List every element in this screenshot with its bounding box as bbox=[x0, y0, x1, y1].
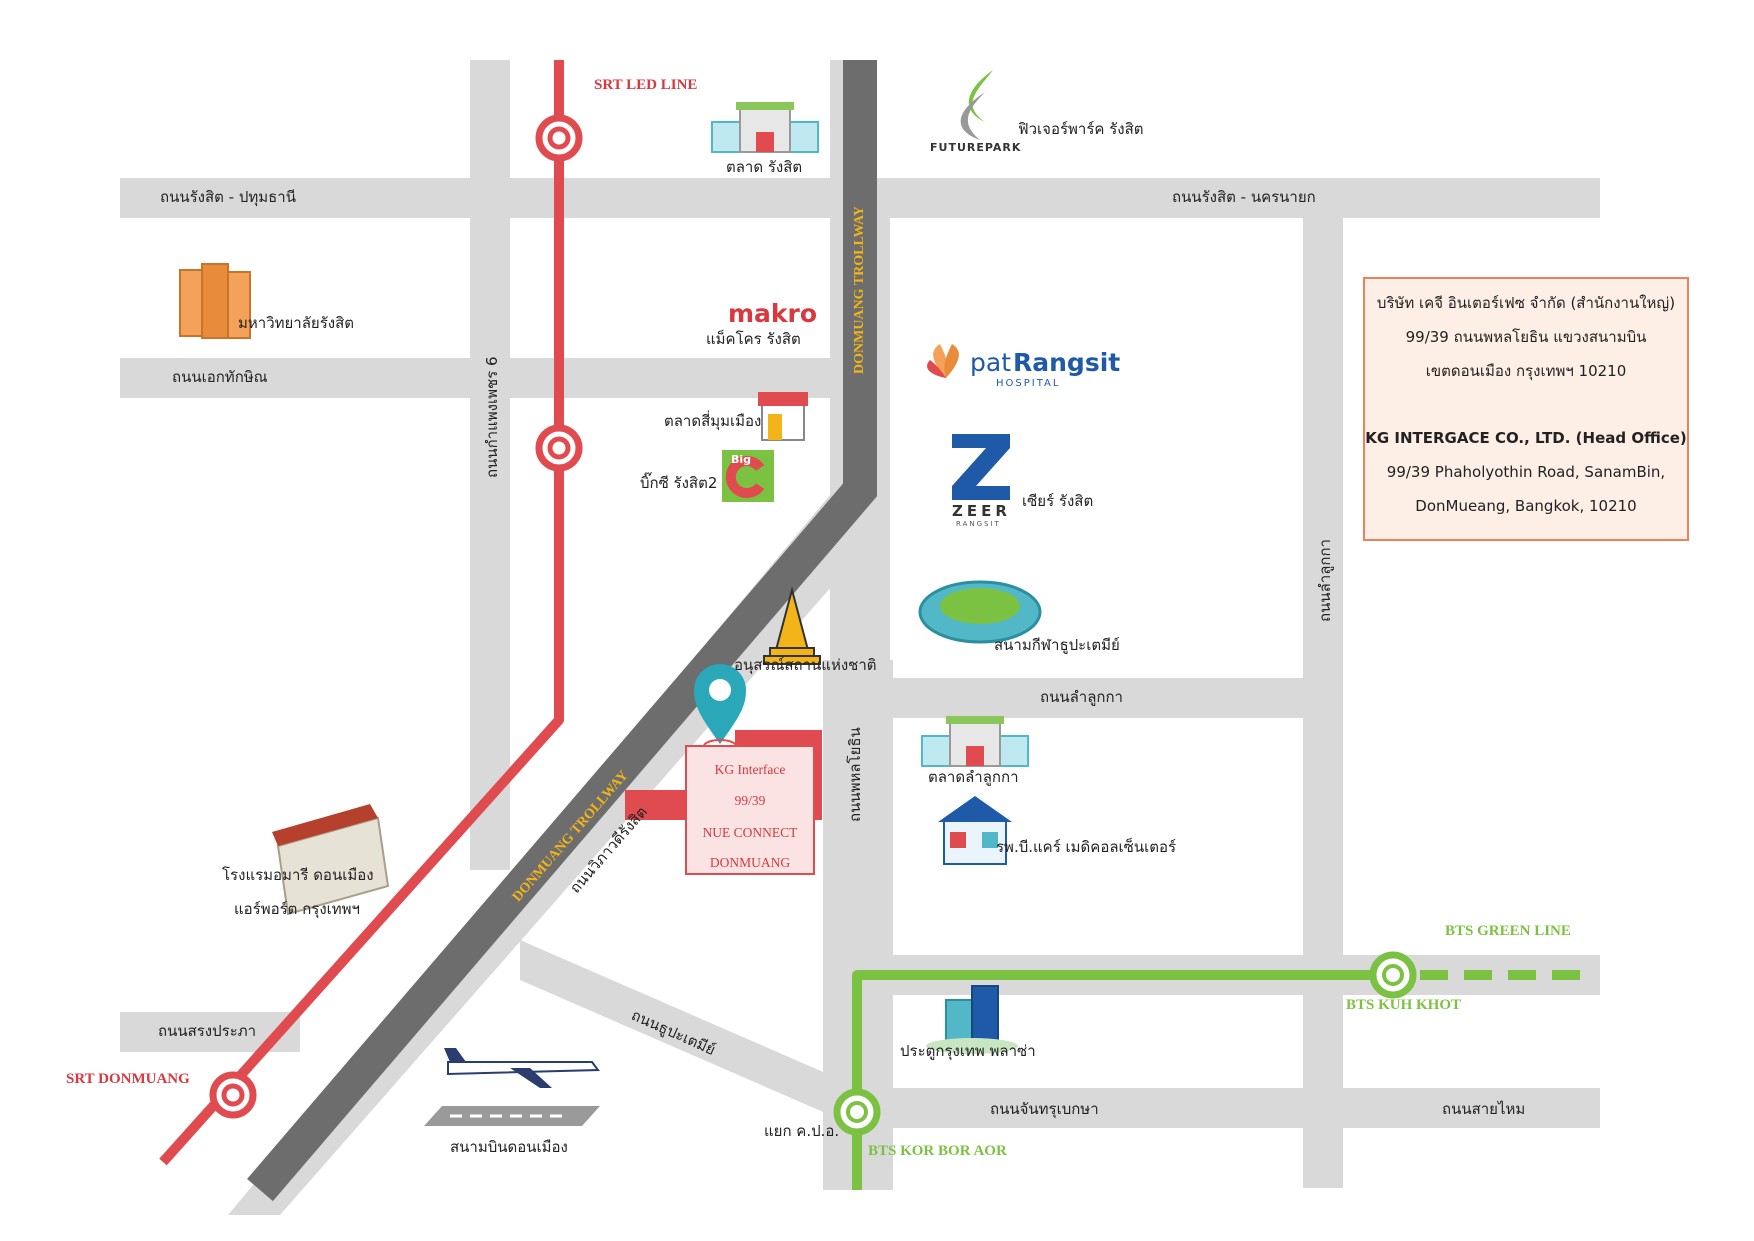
talad-rangsit-label: ตลาด รังสิต bbox=[726, 158, 803, 176]
road-rangsit-pathum-label: ถนนรังสิต - ปทุมธานี bbox=[160, 188, 296, 206]
road-kamphaeng-phet-label: ถนนกำแพงเพชร 6 bbox=[483, 356, 501, 478]
bcare-hospital-icon bbox=[938, 796, 1012, 865]
address-th-line1: บริษัท เคจี อินเตอร์เฟซ จำกัด (สำนักงานใ… bbox=[1376, 294, 1676, 312]
monument-icon bbox=[763, 586, 821, 665]
tollway-line bbox=[247, 60, 877, 1202]
pratu-plaza-label: ประตูกรุงเทพ พลาซ่า bbox=[900, 1042, 1036, 1060]
stadium-icon bbox=[918, 580, 1042, 644]
srt-red-line bbox=[159, 60, 564, 1166]
address-en-line3: DonMueang, Bangkok, 10210 bbox=[1415, 497, 1637, 515]
stadium-label: สนามกีฬาธูปะเตมีย์ bbox=[994, 636, 1120, 654]
zeer-label: เซียร์ รังสิต bbox=[1022, 492, 1094, 510]
kor-bor-aor-junction-label: แยก ค.ป.อ. bbox=[764, 1122, 840, 1140]
talad-simummuang-label: ตลาดสี่มุมเมือง bbox=[664, 412, 762, 430]
runway-icon bbox=[424, 1106, 600, 1126]
kg-marker-line2: 99/39 bbox=[734, 793, 766, 808]
srt-red-line-label: SRT LED LINE bbox=[594, 77, 698, 93]
talad-simummuang-icon bbox=[758, 392, 808, 441]
srt-station-markers bbox=[209, 114, 583, 1119]
bigc-label: บิ๊กซี รังสิต2 bbox=[640, 474, 718, 492]
road-chantrubeksa bbox=[823, 1088, 1600, 1128]
zeer-logo-text: ZEER bbox=[952, 502, 1011, 520]
address-en-line2: 99/39 Phaholyothin Road, SanamBin, bbox=[1386, 463, 1666, 481]
talad-lamlukka-icon bbox=[921, 716, 1029, 767]
bigc-logo-big: Big bbox=[731, 453, 752, 466]
airport-label: สนามบินดอนเมือง bbox=[450, 1138, 568, 1156]
address-en-line1: KG INTERGACE CO., LTD. (Head Office) bbox=[1365, 429, 1687, 447]
road-lamlukka-vertical bbox=[1303, 218, 1343, 1188]
bigc-logo-c: C bbox=[751, 457, 752, 458]
road-rangsit-nakhon-label: ถนนรังสิต - นครนายก bbox=[1172, 188, 1316, 206]
patrangsit-logo-hospital: HOSPITAL bbox=[996, 378, 1061, 389]
address-th-line3: เขตดอนเมือง กรุงเทพฯ 10210 bbox=[1425, 362, 1627, 380]
bts-kor-bor-aor-label: BTS KOR BOR AOR bbox=[868, 1143, 1007, 1159]
rangsit-university-label: มหาวิทยาลัยรังสิต bbox=[238, 314, 354, 332]
talad-lamlukka-label: ตลาดลำลูกกา bbox=[928, 768, 1019, 786]
kg-marker-line4: DONMUANG bbox=[709, 855, 791, 870]
road-saimai-label: ถนนสายไหม bbox=[1442, 1100, 1526, 1118]
company-address-box: บริษัท เคจี อินเตอร์เฟซ จำกัด (สำนักงานใ… bbox=[1363, 277, 1689, 541]
bcare-label: รพ.บี.แคร์ เมดิคอลเซ็นเตอร์ bbox=[996, 838, 1177, 856]
bts-green-line-label: BTS GREEN LINE bbox=[1445, 923, 1571, 939]
pratu-plaza-icon bbox=[926, 985, 1018, 1054]
talad-rangsit-icon bbox=[711, 102, 819, 153]
road-ekkathat-label: ถนนเอกทักษิณ bbox=[172, 368, 268, 386]
monument-label: อนุสรณ์สถานแห่งชาติ bbox=[734, 656, 877, 674]
road-songprapa-label: ถนนสรงประภา bbox=[158, 1022, 257, 1040]
rangsit-university-icon bbox=[179, 263, 251, 339]
makro-label: แม็คโคร รังสิต bbox=[706, 330, 801, 348]
zeer-logo-sub: RANGSIT bbox=[956, 520, 1001, 528]
road-lamlukka-vertical-label: ถนนลำลูกกา bbox=[1316, 539, 1334, 622]
road-chantrubeksa-label: ถนนจันทรุเบกษา bbox=[990, 1100, 1099, 1118]
kg-marker-line3: NUE CONNECT bbox=[702, 825, 798, 840]
future-park-icon bbox=[960, 70, 993, 140]
amari-label-line2: แอร์พอร์ต กรุงเทพฯ bbox=[234, 900, 360, 918]
future-park-label: ฟิวเจอร์พาร์ค รังสิต bbox=[1018, 120, 1144, 138]
road-thupatemi bbox=[520, 940, 860, 1128]
patrangsit-logo-pat: pat bbox=[970, 348, 1011, 377]
kg-marker-line1: KG Interface bbox=[714, 762, 786, 777]
bigc-logo-icon bbox=[722, 450, 774, 502]
zeer-z-icon bbox=[952, 434, 1010, 500]
makro-logo-text: makro bbox=[728, 299, 818, 328]
patrangsit-lotus-icon bbox=[927, 344, 959, 378]
address-th-line2: 99/39 ถนนพหลโยธิน แขวงสนามบิน bbox=[1405, 328, 1647, 346]
road-phahonyothin-label: ถนนพหลโยธิน bbox=[846, 727, 864, 822]
road-lamlukka-horizontal-label: ถนนลำลูกกา bbox=[1040, 688, 1123, 706]
bts-kuh-khot-label: BTS KUH KHOT bbox=[1346, 997, 1462, 1013]
airplane-icon bbox=[444, 1048, 600, 1088]
tollway-top-label: DONMUANG TROLLWAY bbox=[852, 206, 867, 374]
srt-donmuang-label: SRT DONMUANG bbox=[66, 1071, 190, 1087]
kg-interface-marker-box: KG Interface 99/39 NUE CONNECT DONMUANG bbox=[685, 745, 815, 875]
future-park-logo-text: FUTUREPARK bbox=[930, 141, 1022, 154]
road-lamlukka-horizontal bbox=[890, 678, 1303, 718]
patrangsit-logo-rangsit: Rangsit bbox=[1013, 348, 1121, 377]
amari-label-line1: โรงแรมอมารี ดอนเมือง bbox=[222, 866, 374, 884]
road-kamphaeng-phet bbox=[470, 60, 510, 870]
amari-hotel-icon bbox=[272, 804, 390, 916]
